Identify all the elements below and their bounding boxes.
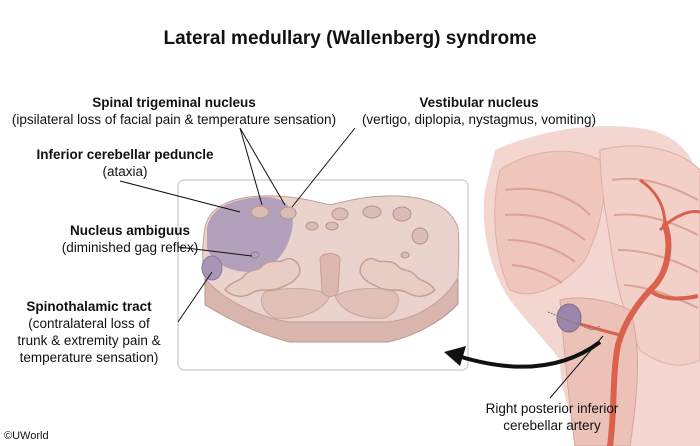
label-spinal-trigeminal-nucleus: Spinal trigeminal nucleus (ipsilateral l… xyxy=(0,94,348,128)
diagram-title: Lateral medullary (Wallenberg) syndrome xyxy=(163,28,537,49)
spinothalamic-detail-line: temperature sensation) xyxy=(19,350,159,365)
leader-lines xyxy=(119,127,604,399)
brainstem-cerebellum-drawing xyxy=(483,126,700,446)
artery-label-line: cerebellar artery xyxy=(503,418,601,433)
spinothalamic-detail-line: (contralateral loss of xyxy=(28,316,150,331)
label-pica: Right posterior inferior cerebellar arte… xyxy=(452,400,652,434)
spinothalamic-detail-line: trunk & extremity pain & xyxy=(17,333,161,348)
icp-name: Inferior cerebellar peduncle xyxy=(36,147,214,162)
label-nucleus-ambiguus: Nucleus ambiguus (diminished gag reflex) xyxy=(30,222,230,256)
label-spinothalamic-tract: Spinothalamic tract (contralateral loss … xyxy=(0,298,178,366)
pointer-arrow xyxy=(444,340,602,369)
copyright-text: ©UWorld xyxy=(4,430,49,442)
medulla-cross-section xyxy=(201,195,460,343)
vestibular-name: Vestibular nucleus xyxy=(419,95,539,110)
icp-detail: (ataxia) xyxy=(102,164,148,179)
label-inferior-cerebellar-peduncle: Inferior cerebellar peduncle (ataxia) xyxy=(30,146,220,180)
vestibular-detail: (vertigo, diplopia, nystagmus, vomiting) xyxy=(361,112,597,127)
label-vestibular-nucleus: Vestibular nucleus (vertigo, diplopia, n… xyxy=(350,94,608,128)
spinal-trigeminal-detail: (ipsilateral loss of facial pain & tempe… xyxy=(11,112,337,127)
spinothalamic-name: Spinothalamic tract xyxy=(26,299,152,314)
ambiguus-name: Nucleus ambiguus xyxy=(69,223,191,238)
ambiguus-detail: (diminished gag reflex) xyxy=(61,240,199,255)
artery-label-line: Right posterior inferior xyxy=(485,401,619,416)
spinal-trigeminal-name: Spinal trigeminal nucleus xyxy=(92,95,256,110)
